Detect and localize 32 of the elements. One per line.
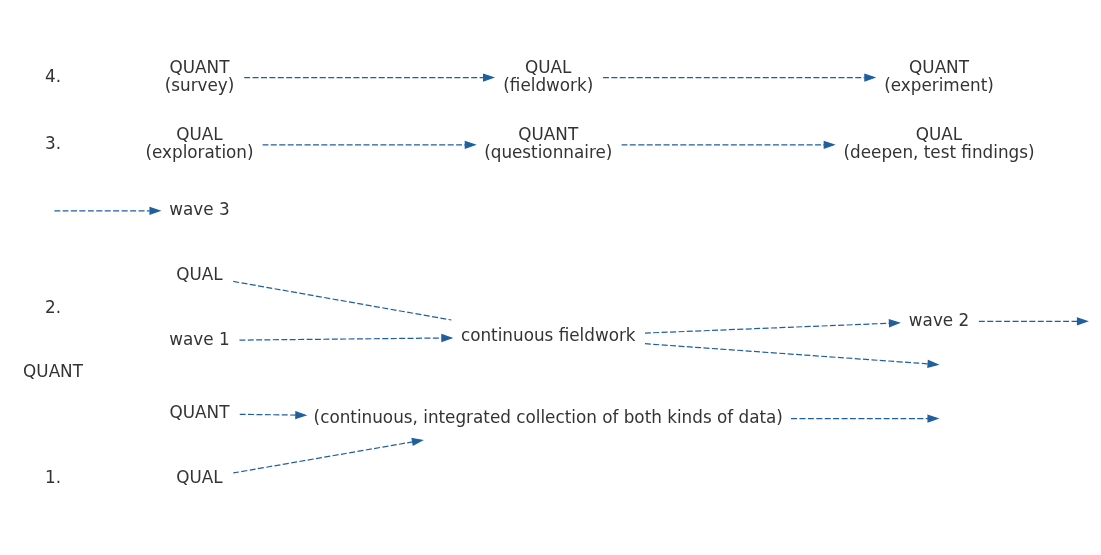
arrow <box>644 319 901 334</box>
label: QUANT <box>23 361 83 382</box>
arrow <box>243 73 496 82</box>
arrow <box>602 73 877 82</box>
arrow <box>621 140 836 150</box>
arrow <box>53 206 162 216</box>
node-text: wave 2 <box>908 309 970 330</box>
arrow <box>262 140 477 150</box>
label: 3. <box>45 133 62 154</box>
arrow <box>790 414 940 423</box>
node-text: QUANT (experiment) <box>884 57 994 96</box>
node-text: (continuous, integrated collection of both kinds of data) <box>313 407 783 427</box>
arrow <box>239 410 308 420</box>
arrow <box>644 343 940 368</box>
label: 1. <box>45 467 62 488</box>
arrow <box>232 437 424 474</box>
node-text: QUAL <box>176 467 223 488</box>
node-text: QUAL (deepen, test findings) <box>843 124 1035 163</box>
label: 4. <box>45 66 62 87</box>
node-text: QUAL (exploration) <box>145 124 254 163</box>
arrow <box>978 317 1089 326</box>
node-text: QUAL (fieldwork) <box>503 57 594 96</box>
connector <box>232 280 452 321</box>
node-text: continuous fieldwork <box>460 325 636 346</box>
node-text: QUANT (questionnaire) <box>484 124 613 163</box>
label: 2. <box>45 296 62 317</box>
node-text: wave 3 <box>169 199 230 220</box>
node-text: QUANT (survey) <box>164 57 235 96</box>
node-text: wave 1 <box>169 328 230 349</box>
node-text: QUAL <box>176 264 223 285</box>
arrow <box>238 333 454 343</box>
node-text: QUANT <box>169 402 230 423</box>
